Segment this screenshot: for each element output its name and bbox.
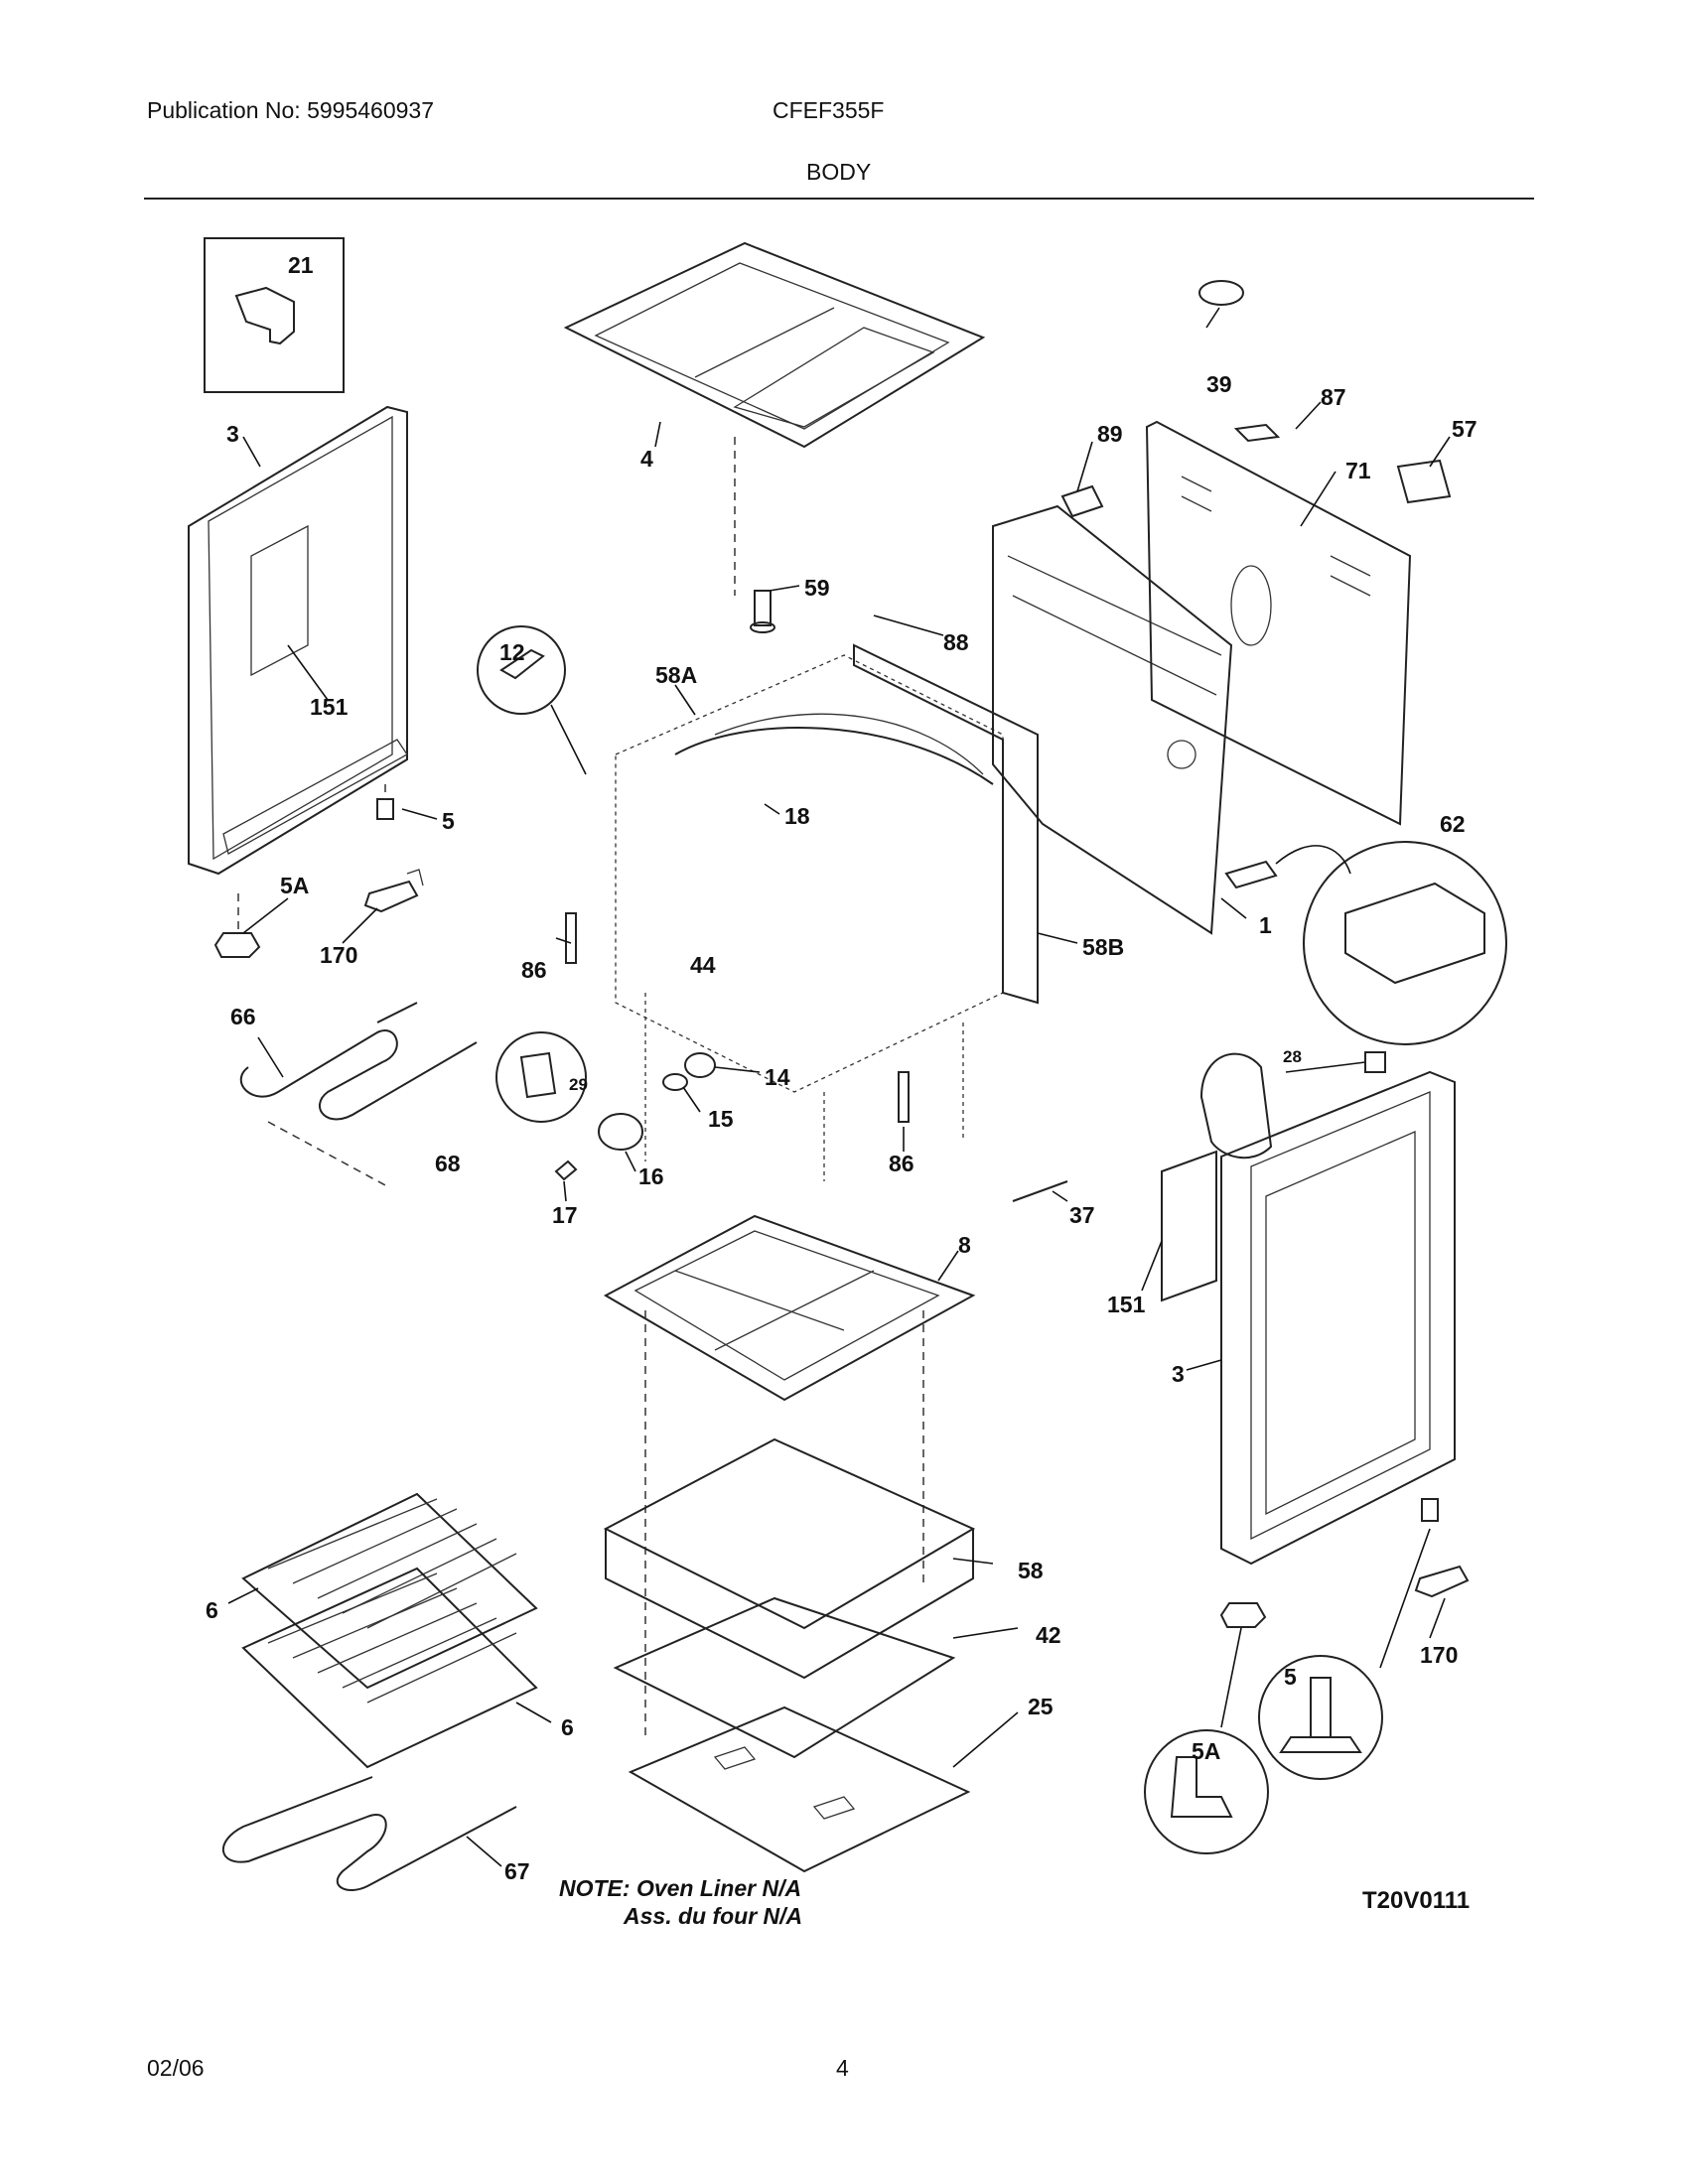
callout-29: 29 bbox=[569, 1075, 588, 1094]
oven-rack-upper bbox=[241, 1492, 538, 1690]
callout-6-upper: 6 bbox=[206, 1597, 218, 1623]
panel-25 bbox=[628, 1706, 971, 1873]
leader-lines bbox=[227, 307, 1451, 1867]
callout-6-lower: 6 bbox=[561, 1714, 574, 1740]
callout-1: 1 bbox=[1259, 912, 1272, 938]
callout-21: 21 bbox=[288, 252, 314, 278]
callout-170-right: 170 bbox=[1420, 1642, 1458, 1668]
note-line-1: NOTE: Oven Liner N/A bbox=[559, 1875, 801, 1901]
panel-42 bbox=[613, 1596, 956, 1759]
callout-12: 12 bbox=[499, 639, 525, 665]
callout-58B: 58B bbox=[1082, 934, 1124, 960]
right-side-panel bbox=[1220, 1070, 1456, 1566]
top-cover bbox=[563, 241, 986, 449]
callout-5A-left: 5A bbox=[280, 873, 309, 898]
part-68-leader bbox=[267, 1121, 388, 1187]
page-number: 4 bbox=[836, 2055, 849, 2081]
bottom-panel-8 bbox=[603, 1214, 976, 1402]
callout-170-left: 170 bbox=[320, 942, 357, 968]
part-87 bbox=[1233, 423, 1281, 443]
callout-5A-right: 5A bbox=[1192, 1738, 1220, 1764]
part-39 bbox=[1198, 280, 1244, 306]
left-side-panel bbox=[188, 405, 408, 876]
callout-86-right: 86 bbox=[889, 1151, 914, 1176]
publication-number: Publication No: 5995460937 bbox=[147, 97, 435, 123]
leveler-5A-left bbox=[213, 893, 261, 958]
light-bulb-15 bbox=[662, 1073, 688, 1091]
callout-59: 59 bbox=[804, 575, 830, 601]
part-59 bbox=[750, 590, 775, 633]
callout-5-left: 5 bbox=[442, 808, 455, 834]
part-29-detail bbox=[495, 1031, 587, 1123]
callout-42: 42 bbox=[1036, 1622, 1061, 1648]
light-socket-14 bbox=[684, 1052, 716, 1078]
callout-4: 4 bbox=[640, 446, 653, 472]
callout-25: 25 bbox=[1028, 1694, 1054, 1719]
bracket-170-right bbox=[1414, 1565, 1470, 1598]
callout-66: 66 bbox=[230, 1004, 256, 1029]
callout-68: 68 bbox=[435, 1151, 461, 1176]
leader-dashes-bottom bbox=[644, 1310, 924, 1737]
callout-62: 62 bbox=[1440, 811, 1466, 837]
callout-14: 14 bbox=[765, 1064, 790, 1090]
footer-date: 02/06 bbox=[147, 2055, 205, 2081]
callout-3-left: 3 bbox=[226, 421, 239, 447]
callout-58: 58 bbox=[1018, 1558, 1044, 1583]
part-28-detail bbox=[1199, 1051, 1386, 1160]
callout-18: 18 bbox=[784, 803, 810, 829]
part-12-detail bbox=[477, 625, 587, 775]
light-cover-16 bbox=[598, 1113, 643, 1151]
hinge-86-right bbox=[898, 1071, 910, 1123]
leveler-5-right bbox=[1379, 1498, 1439, 1669]
callout-86-left: 86 bbox=[521, 957, 547, 983]
callout-37: 37 bbox=[1069, 1202, 1095, 1228]
wire-37 bbox=[1012, 1180, 1068, 1202]
callout-39: 39 bbox=[1206, 371, 1232, 397]
insulation-58B bbox=[853, 643, 1039, 1005]
callout-16: 16 bbox=[638, 1163, 664, 1189]
part-89 bbox=[1060, 484, 1104, 518]
callout-89: 89 bbox=[1097, 421, 1123, 447]
wire-clip-17 bbox=[554, 1160, 578, 1181]
callout-67: 67 bbox=[504, 1858, 530, 1884]
callout-15: 15 bbox=[708, 1106, 734, 1132]
callout-151-right: 151 bbox=[1107, 1292, 1146, 1317]
callout-3-right: 3 bbox=[1172, 1361, 1185, 1387]
note-line-2: Ass. du four N/A bbox=[623, 1903, 802, 1929]
insulation-58 bbox=[603, 1437, 976, 1680]
part-57 bbox=[1396, 459, 1452, 504]
section-title: BODY bbox=[806, 159, 872, 185]
leveler-5-detail bbox=[1258, 1655, 1383, 1780]
hinge-86-left bbox=[565, 912, 577, 964]
drawing-code: T20V0111 bbox=[1362, 1887, 1470, 1914]
callout-87: 87 bbox=[1321, 384, 1346, 410]
leveler-5A-detail bbox=[1144, 1729, 1269, 1854]
callout-44: 44 bbox=[690, 952, 716, 978]
callout-151-left: 151 bbox=[310, 694, 349, 720]
callout-88: 88 bbox=[943, 629, 969, 655]
callout-8: 8 bbox=[958, 1232, 971, 1258]
callout-5-right: 5 bbox=[1284, 1664, 1297, 1690]
leveler-5A-right bbox=[1219, 1602, 1267, 1728]
callout-58A: 58A bbox=[655, 662, 697, 688]
oven-cavity bbox=[615, 654, 1004, 1181]
bracket-151-right bbox=[1161, 1150, 1217, 1302]
header-divider bbox=[144, 198, 1534, 200]
callout-17: 17 bbox=[552, 1202, 578, 1228]
callout-71: 71 bbox=[1345, 458, 1371, 483]
terminal-block-62-detail bbox=[1224, 841, 1507, 1045]
part-21-inset bbox=[204, 237, 345, 393]
bake-element-66 bbox=[239, 1002, 478, 1121]
callout-28: 28 bbox=[1283, 1047, 1302, 1066]
back-panel-1 bbox=[992, 504, 1233, 935]
leveler-leg-5-left bbox=[376, 784, 394, 820]
broil-element-67 bbox=[222, 1776, 517, 1891]
callout-57: 57 bbox=[1452, 416, 1477, 442]
oven-rack-lower bbox=[241, 1567, 538, 1769]
back-panel-71 bbox=[1145, 420, 1412, 826]
bracket-170-left bbox=[363, 869, 424, 913]
model-number: CFEF355F bbox=[773, 97, 885, 123]
